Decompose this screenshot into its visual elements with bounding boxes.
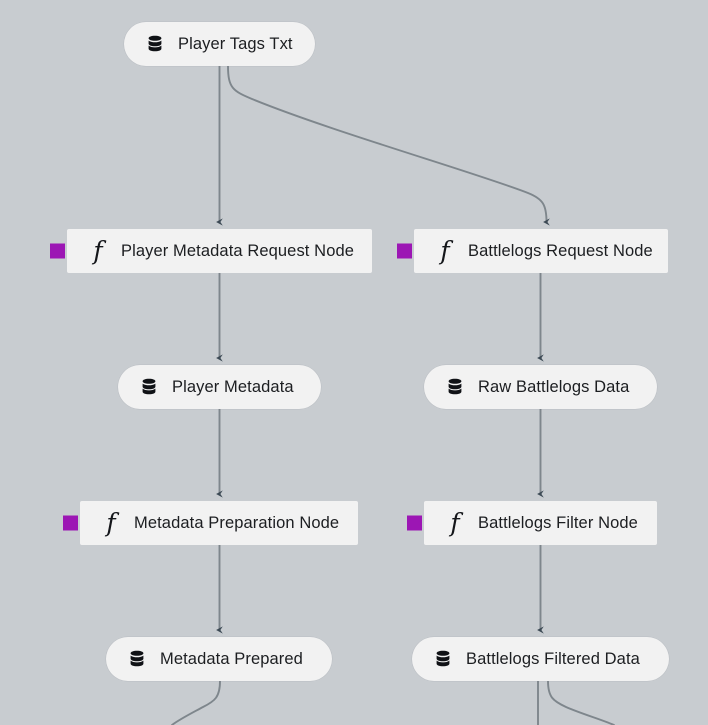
node-metadata-prepared[interactable]: Metadata Prepared (106, 637, 332, 681)
node-player-tags-txt[interactable]: Player Tags Txt (124, 22, 315, 66)
node-label: Battlelogs Filter Node (478, 513, 638, 532)
node-label: Battlelogs Request Node (468, 241, 653, 260)
edge-player-tags-to-battlelogs-request (227, 65, 550, 226)
node-raw-battlelogs-data[interactable]: Raw Battlelogs Data (424, 365, 657, 409)
node-metadata-preparation-node[interactable]: f Metadata Preparation Node (63, 501, 358, 545)
function-f-icon: f (93, 235, 103, 265)
node-label: Player Tags Txt (178, 34, 293, 53)
node-label: Metadata Preparation Node (134, 513, 340, 532)
database-icon (432, 648, 454, 670)
node-battlelogs-filter-node[interactable]: f Battlelogs Filter Node (407, 501, 657, 545)
edge-battlelogs-filtered-outgoing-right (547, 680, 615, 725)
function-f-icon: f (440, 235, 450, 265)
edge-metadata-prepared-outgoing-left (171, 680, 221, 725)
input-port-handle[interactable] (397, 243, 412, 259)
function-f-icon: f (106, 507, 116, 537)
function-f-icon: f (450, 507, 460, 537)
node-label: Player Metadata Request Node (121, 241, 355, 260)
database-icon (444, 376, 466, 398)
input-port-handle[interactable] (63, 515, 78, 531)
database-icon (126, 648, 148, 670)
input-port-handle[interactable] (407, 515, 422, 531)
node-label: Battlelogs Filtered Data (466, 649, 640, 668)
node-player-metadata[interactable]: Player Metadata (118, 365, 321, 409)
node-label: Metadata Prepared (160, 649, 303, 668)
database-icon (144, 33, 166, 55)
node-battlelogs-filtered-data[interactable]: Battlelogs Filtered Data (412, 637, 669, 681)
database-icon (138, 376, 160, 398)
node-label: Player Metadata (172, 377, 294, 396)
node-battlelogs-request-node[interactable]: f Battlelogs Request Node (397, 229, 668, 273)
node-label: Raw Battlelogs Data (478, 377, 630, 396)
node-player-metadata-request-node[interactable]: f Player Metadata Request Node (50, 229, 372, 273)
input-port-handle[interactable] (50, 243, 65, 259)
